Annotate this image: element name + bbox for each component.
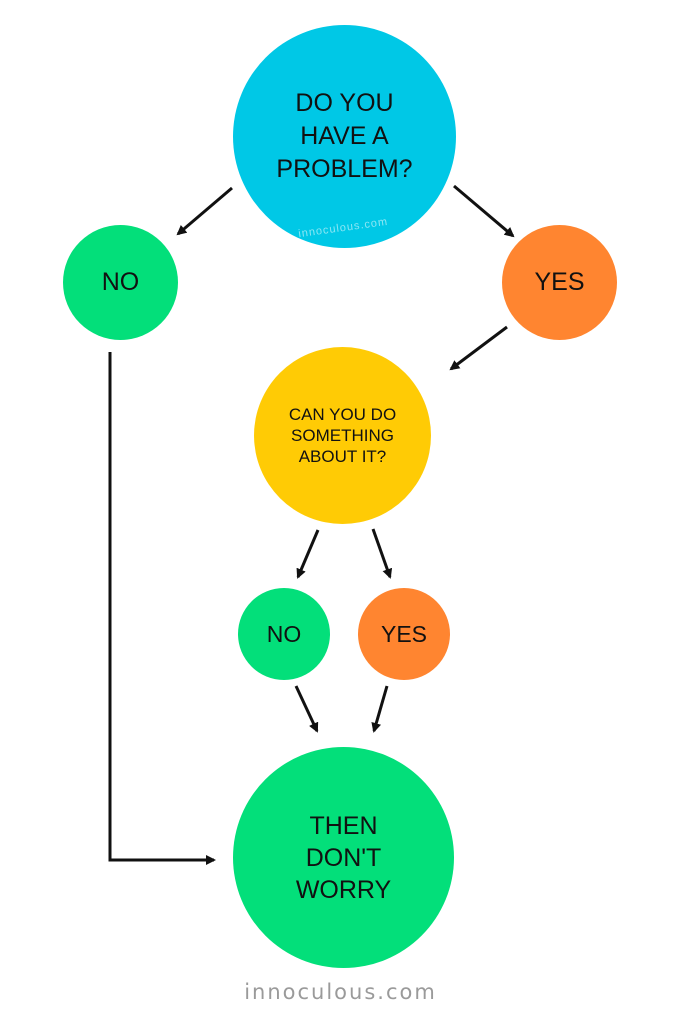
yes-node-second: YES	[358, 588, 450, 680]
arrow-question-to-yes	[453, 184, 515, 238]
no-node-first: NO	[63, 225, 178, 340]
no-label-first: NO	[101, 268, 140, 296]
result-node: THEN DON'T WORRY	[233, 747, 454, 968]
question-label: DO YOU HAVE A PROBLEM?	[276, 89, 413, 183]
brand-footer: innoculous.com	[244, 980, 437, 1004]
yes-label-first: YES	[534, 268, 585, 296]
arrow-cando-to-yes	[371, 528, 393, 579]
can-do-node: CAN YOU DO SOMETHING ABOUT IT?	[254, 347, 431, 524]
can-do-label: CAN YOU DO SOMETHING ABOUT IT?	[288, 405, 397, 466]
no-label-second: NO	[266, 620, 302, 647]
arrow-first-no-to-result	[108, 352, 216, 865]
arrow-yes-to-result	[371, 685, 389, 733]
arrow-question-to-no	[176, 186, 233, 236]
yes-label-second: YES	[380, 620, 428, 647]
arrow-yes-to-cando	[449, 325, 508, 371]
result-label: THEN DON'T WORRY	[295, 811, 392, 904]
arrow-no-to-result	[294, 685, 319, 733]
arrow-cando-to-no	[296, 529, 320, 579]
no-node-second: NO	[238, 588, 330, 680]
yes-node-first: YES	[502, 225, 617, 340]
question-node: DO YOU HAVE A PROBLEM?	[233, 25, 456, 248]
